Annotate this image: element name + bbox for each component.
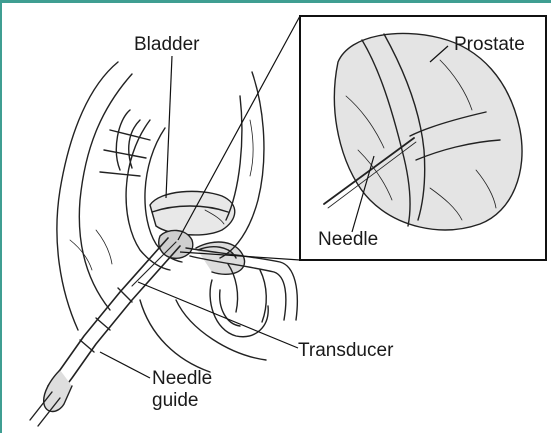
needle-label: Needle bbox=[318, 229, 378, 251]
bottom-margin bbox=[0, 433, 551, 441]
prostate-label: Prostate bbox=[454, 34, 525, 56]
bladder-label: Bladder bbox=[134, 34, 200, 56]
needle-guide-label: Needle guide bbox=[152, 368, 242, 412]
transducer-label: Transducer bbox=[298, 340, 393, 362]
